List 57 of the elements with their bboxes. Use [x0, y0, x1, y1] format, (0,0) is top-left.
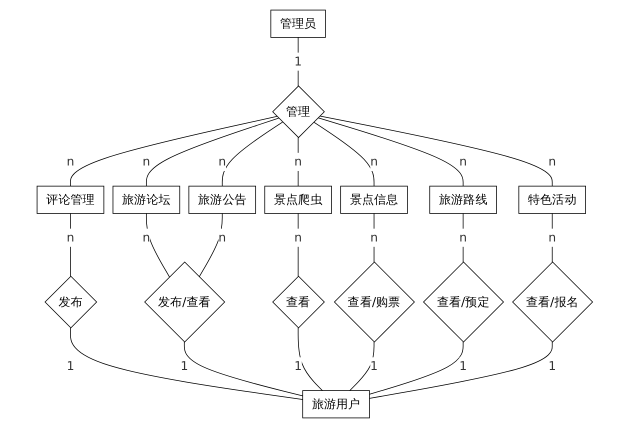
connector — [369, 341, 464, 394]
edge-label: n — [294, 154, 302, 168]
connector — [146, 117, 280, 186]
connector — [369, 341, 553, 398]
node-box: 旅游路线 — [430, 185, 498, 214]
node-box: 管理员 — [270, 9, 326, 38]
edge-label: n — [370, 154, 378, 168]
node-box: 旅游公告 — [188, 185, 256, 214]
connector — [462, 212, 464, 262]
edge-label: 1 — [294, 54, 302, 68]
node-diamond: 管理 — [272, 84, 326, 138]
connector — [298, 136, 299, 186]
node-diamond: 查看/购票 — [334, 261, 416, 342]
node-diamond: 查看/预定 — [423, 261, 504, 342]
connector — [298, 212, 299, 276]
connector — [552, 212, 553, 262]
connector — [319, 115, 553, 186]
edge-label: n — [142, 230, 150, 244]
connector — [298, 326, 323, 390]
connector — [350, 341, 375, 390]
node-diamond: 发布/查看 — [144, 261, 226, 342]
node-box: 景点爬虫 — [264, 185, 332, 214]
node-box: 特色活动 — [518, 185, 586, 214]
edge-label: n — [459, 154, 468, 168]
node-diamond: 查看/报名 — [512, 261, 594, 342]
edge-label: n — [370, 230, 378, 244]
edge-label: 1 — [459, 358, 468, 373]
edge-label: 1 — [180, 358, 188, 373]
node-diamond: 发布 — [44, 275, 98, 328]
edge-label: 1 — [370, 358, 378, 373]
edge-label: n — [66, 154, 74, 168]
node-box: 景点信息 — [340, 185, 408, 214]
connector — [146, 212, 170, 277]
edge-label: 1 — [294, 358, 302, 373]
node-box: 评论管理 — [36, 185, 104, 214]
edge-label: n — [294, 230, 302, 244]
connector — [70, 212, 71, 276]
connector — [184, 341, 304, 396]
edge-label: n — [459, 230, 468, 244]
node-box: 旅游论坛 — [112, 185, 180, 214]
connector — [374, 212, 375, 262]
connector — [222, 121, 284, 186]
edge-label: n — [548, 230, 556, 244]
edge-label: n — [218, 154, 226, 168]
edge-label: n — [142, 154, 150, 168]
node-box: 旅游用户 — [302, 390, 370, 418]
connector — [318, 116, 464, 186]
edge-label: n — [218, 230, 226, 244]
edge-label: 1 — [548, 358, 556, 373]
connector — [70, 116, 278, 186]
connector — [198, 212, 223, 277]
edge-label: 1 — [66, 358, 74, 373]
node-diamond: 查看 — [272, 275, 326, 328]
connector — [70, 326, 304, 400]
edge-label: n — [548, 154, 556, 168]
edge-label: n — [66, 230, 74, 244]
connector — [313, 121, 375, 186]
